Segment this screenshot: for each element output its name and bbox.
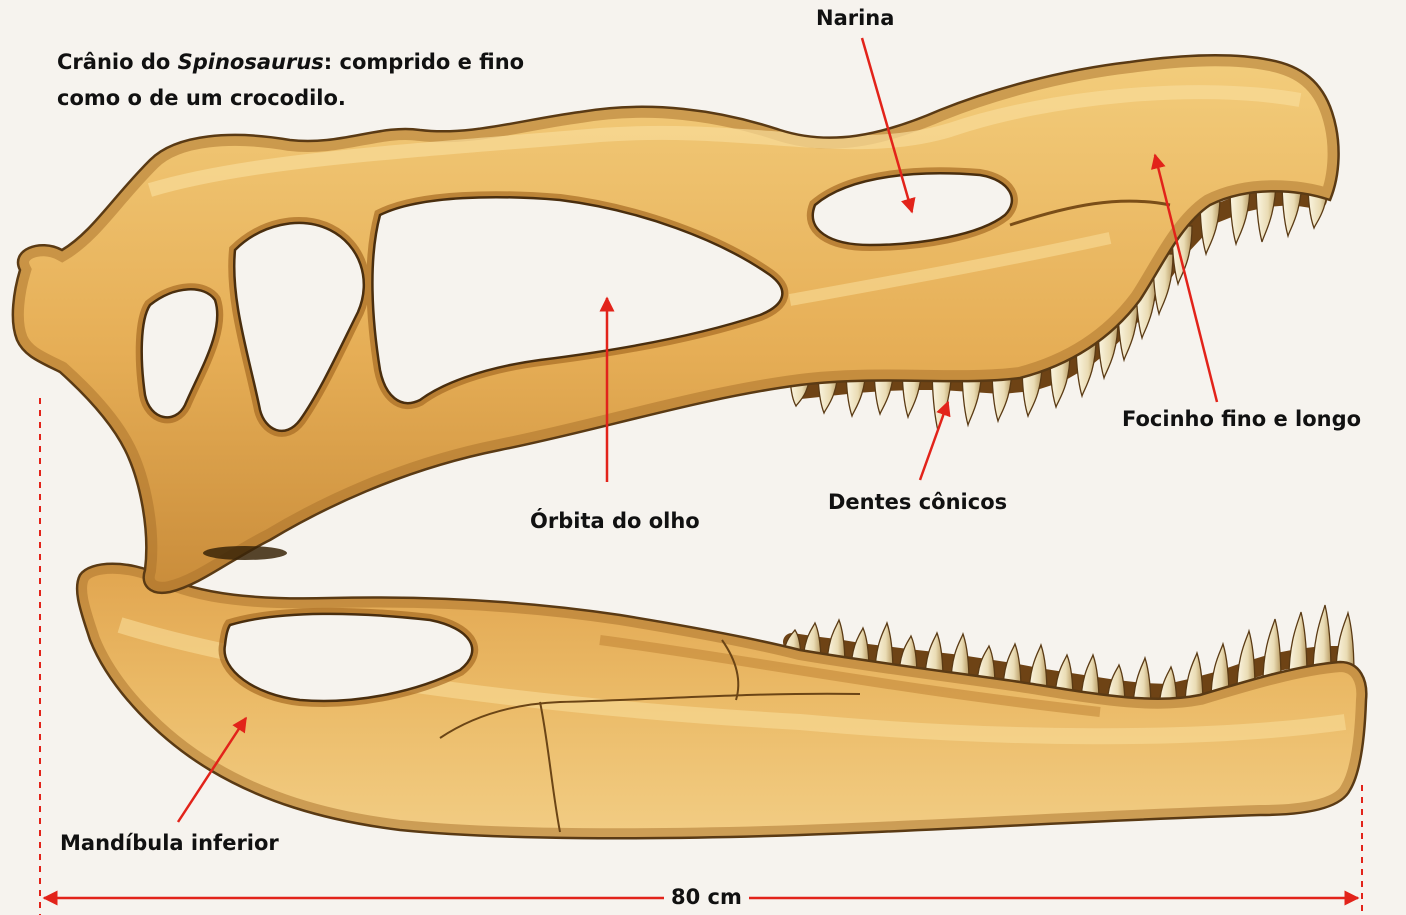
label-lower-jaw: Mandíbula inferior [60,830,279,856]
scale-label: 80 cm [664,884,749,910]
label-eye-orbit: Órbita do olho [530,508,700,534]
label-teeth: Dentes cônicos [828,489,1007,515]
title-prefix: Crânio do [57,50,178,74]
title-suffix: : comprido e fino [324,50,524,74]
title-line2: como o de um crocodilo. [57,86,346,110]
diagram-title: Crânio do Spinosaurus: comprido e fino c… [57,44,524,116]
label-nostril: Narina [816,5,894,31]
jaw-joint-shadow [203,546,287,560]
arrow-teeth [920,402,948,480]
title-genus: Spinosaurus [178,50,324,74]
label-snout: Focinho fino e longo [1122,406,1361,432]
